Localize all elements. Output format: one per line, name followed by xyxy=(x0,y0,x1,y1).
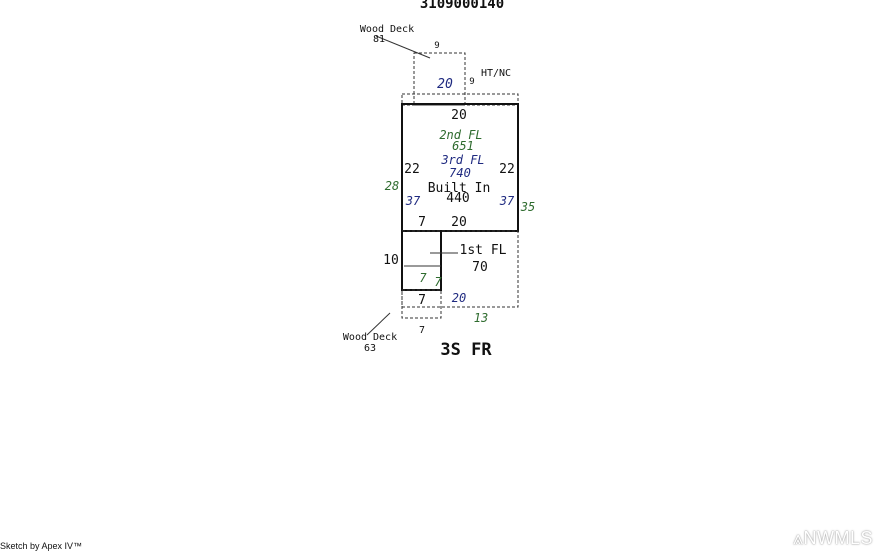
parcel-id: 3109000140 xyxy=(420,0,504,12)
bottom-deck-label: Wood Deck xyxy=(343,332,397,343)
top-deck-leader-line xyxy=(375,35,431,59)
built-in-label: Built In xyxy=(428,181,491,196)
small-dim-b: 7 xyxy=(434,275,442,289)
bottom-deck-dim: 7 xyxy=(419,325,425,336)
outer-right-dim: 35 xyxy=(520,200,535,214)
top-wood-deck-outline xyxy=(413,52,466,106)
right-width-dim: 22 xyxy=(499,162,515,177)
lower-dim-20: 20 xyxy=(452,291,466,305)
sketch-credit: Sketch by Apex IV™ xyxy=(0,541,83,551)
inner-right-dim: 37 xyxy=(499,194,515,208)
second-floor-area: 651 xyxy=(452,139,474,153)
bottom-deck-leader-line xyxy=(366,312,391,336)
second-floor-label: 2nd FL xyxy=(439,128,482,142)
top-deck-dim-c: 9 xyxy=(469,77,474,87)
bottom-wood-deck-outline xyxy=(401,289,442,319)
outer-left-dim: 28 xyxy=(385,179,399,193)
top-deck-area: 81 xyxy=(373,34,385,45)
height-10-dim: 10 xyxy=(383,253,399,268)
htnc-label: HT/NC xyxy=(481,68,511,79)
small-dim-a: 7 xyxy=(419,271,427,285)
mid-dim-b: 20 xyxy=(451,215,467,230)
lower-solid-section xyxy=(401,231,442,291)
top-width-dim: 20 xyxy=(451,108,467,123)
third-floor-area: 740 xyxy=(449,166,471,180)
lower-dim-7: 7 xyxy=(418,293,426,308)
nwmls-logo-icon: ⩓ xyxy=(792,528,804,548)
first-floor-label: 1st FL xyxy=(460,243,507,258)
left-width-dim: 22 xyxy=(404,162,420,177)
bottom-deck-area: 63 xyxy=(364,343,376,354)
inner-left-dim: 37 xyxy=(405,194,421,208)
top-deck-label: Wood Deck xyxy=(360,24,414,35)
building-type-label: 3S FR xyxy=(440,340,492,360)
first-floor-area: 70 xyxy=(472,260,488,275)
nwmls-watermark: ⩓NWMLS xyxy=(793,528,873,549)
top-deck-dim-a: 9 xyxy=(434,41,439,51)
top-deck-dim-b: 20 xyxy=(437,77,453,92)
built-in-area: 440 xyxy=(446,191,469,206)
mid-dim-a: 7 xyxy=(418,215,426,230)
third-floor-label: 3rd FL xyxy=(440,153,484,167)
nwmls-logo-text: NWMLS xyxy=(803,528,873,548)
lower-dim-13: 13 xyxy=(474,311,488,325)
